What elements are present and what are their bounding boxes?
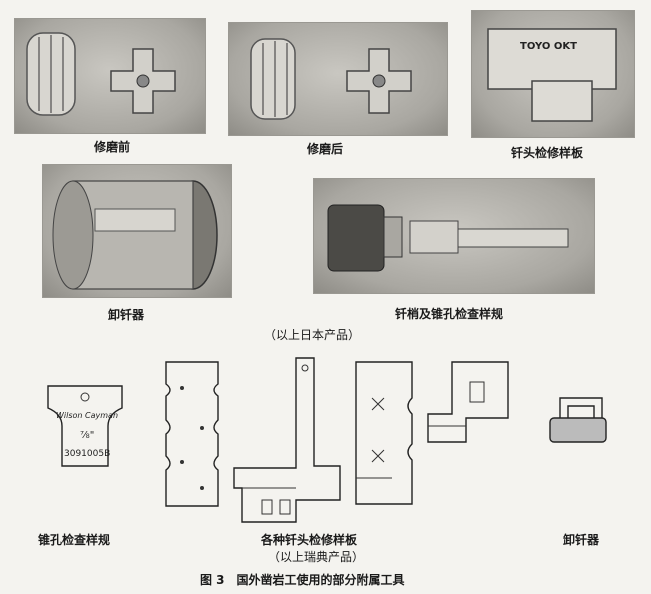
bit-template-sw-1 <box>165 361 219 507</box>
photo-before-grinding <box>14 18 206 134</box>
caption-taper-gauge-sw: 锥孔检查样规 <box>38 533 111 547</box>
caption-extractor-sw: 卸钎器 <box>563 533 600 547</box>
bit-after-drawing <box>250 38 412 120</box>
photo-shank-gauge-jp <box>313 178 595 294</box>
template-brand-text: TOYO OKT <box>520 41 577 52</box>
caption-bit-template-jp: 钎头检修样板 <box>511 146 584 160</box>
caption-shank-gauge-jp: 钎梢及锥孔检查样规 <box>395 307 504 321</box>
photo-extractor-jp <box>42 164 232 298</box>
caption-templates-sw: 各种钎头检修样板 <box>261 533 358 547</box>
figure-caption: 图 3 国外凿岩工使用的部分附属工具 <box>200 573 405 587</box>
caption-group-note-sweden: （以上瑞典产品） <box>268 550 365 564</box>
caption-before: 修磨前 <box>94 140 131 154</box>
extractor-jp-drawing <box>52 180 218 290</box>
taper-gauge-code: 3091005B <box>64 449 110 459</box>
group-note-japan: （以上日本产品） <box>264 328 361 342</box>
taper-gauge-drawing: Wilson Cayman ⅞" 3091005B <box>47 385 123 467</box>
caption-after: 修磨后 <box>307 142 344 156</box>
bit-template-sw-4 <box>427 361 509 443</box>
caption-extractor-jp: 卸钎器 <box>108 308 145 322</box>
bit-before-drawing <box>26 32 176 116</box>
bit-template-sw-2 <box>233 357 341 523</box>
taper-gauge-brand: Wilson Cayman <box>56 411 118 420</box>
template-jp-drawing: TOYO OKT <box>487 28 617 122</box>
photo-bit-template-jp: TOYO OKT <box>471 10 635 138</box>
extractor-sw-drawing <box>549 397 607 443</box>
bit-template-sw-3 <box>355 361 413 505</box>
shank-gauge-drawing <box>327 204 569 272</box>
taper-gauge-size: ⅞" <box>80 430 94 441</box>
photo-after-grinding <box>228 22 448 136</box>
